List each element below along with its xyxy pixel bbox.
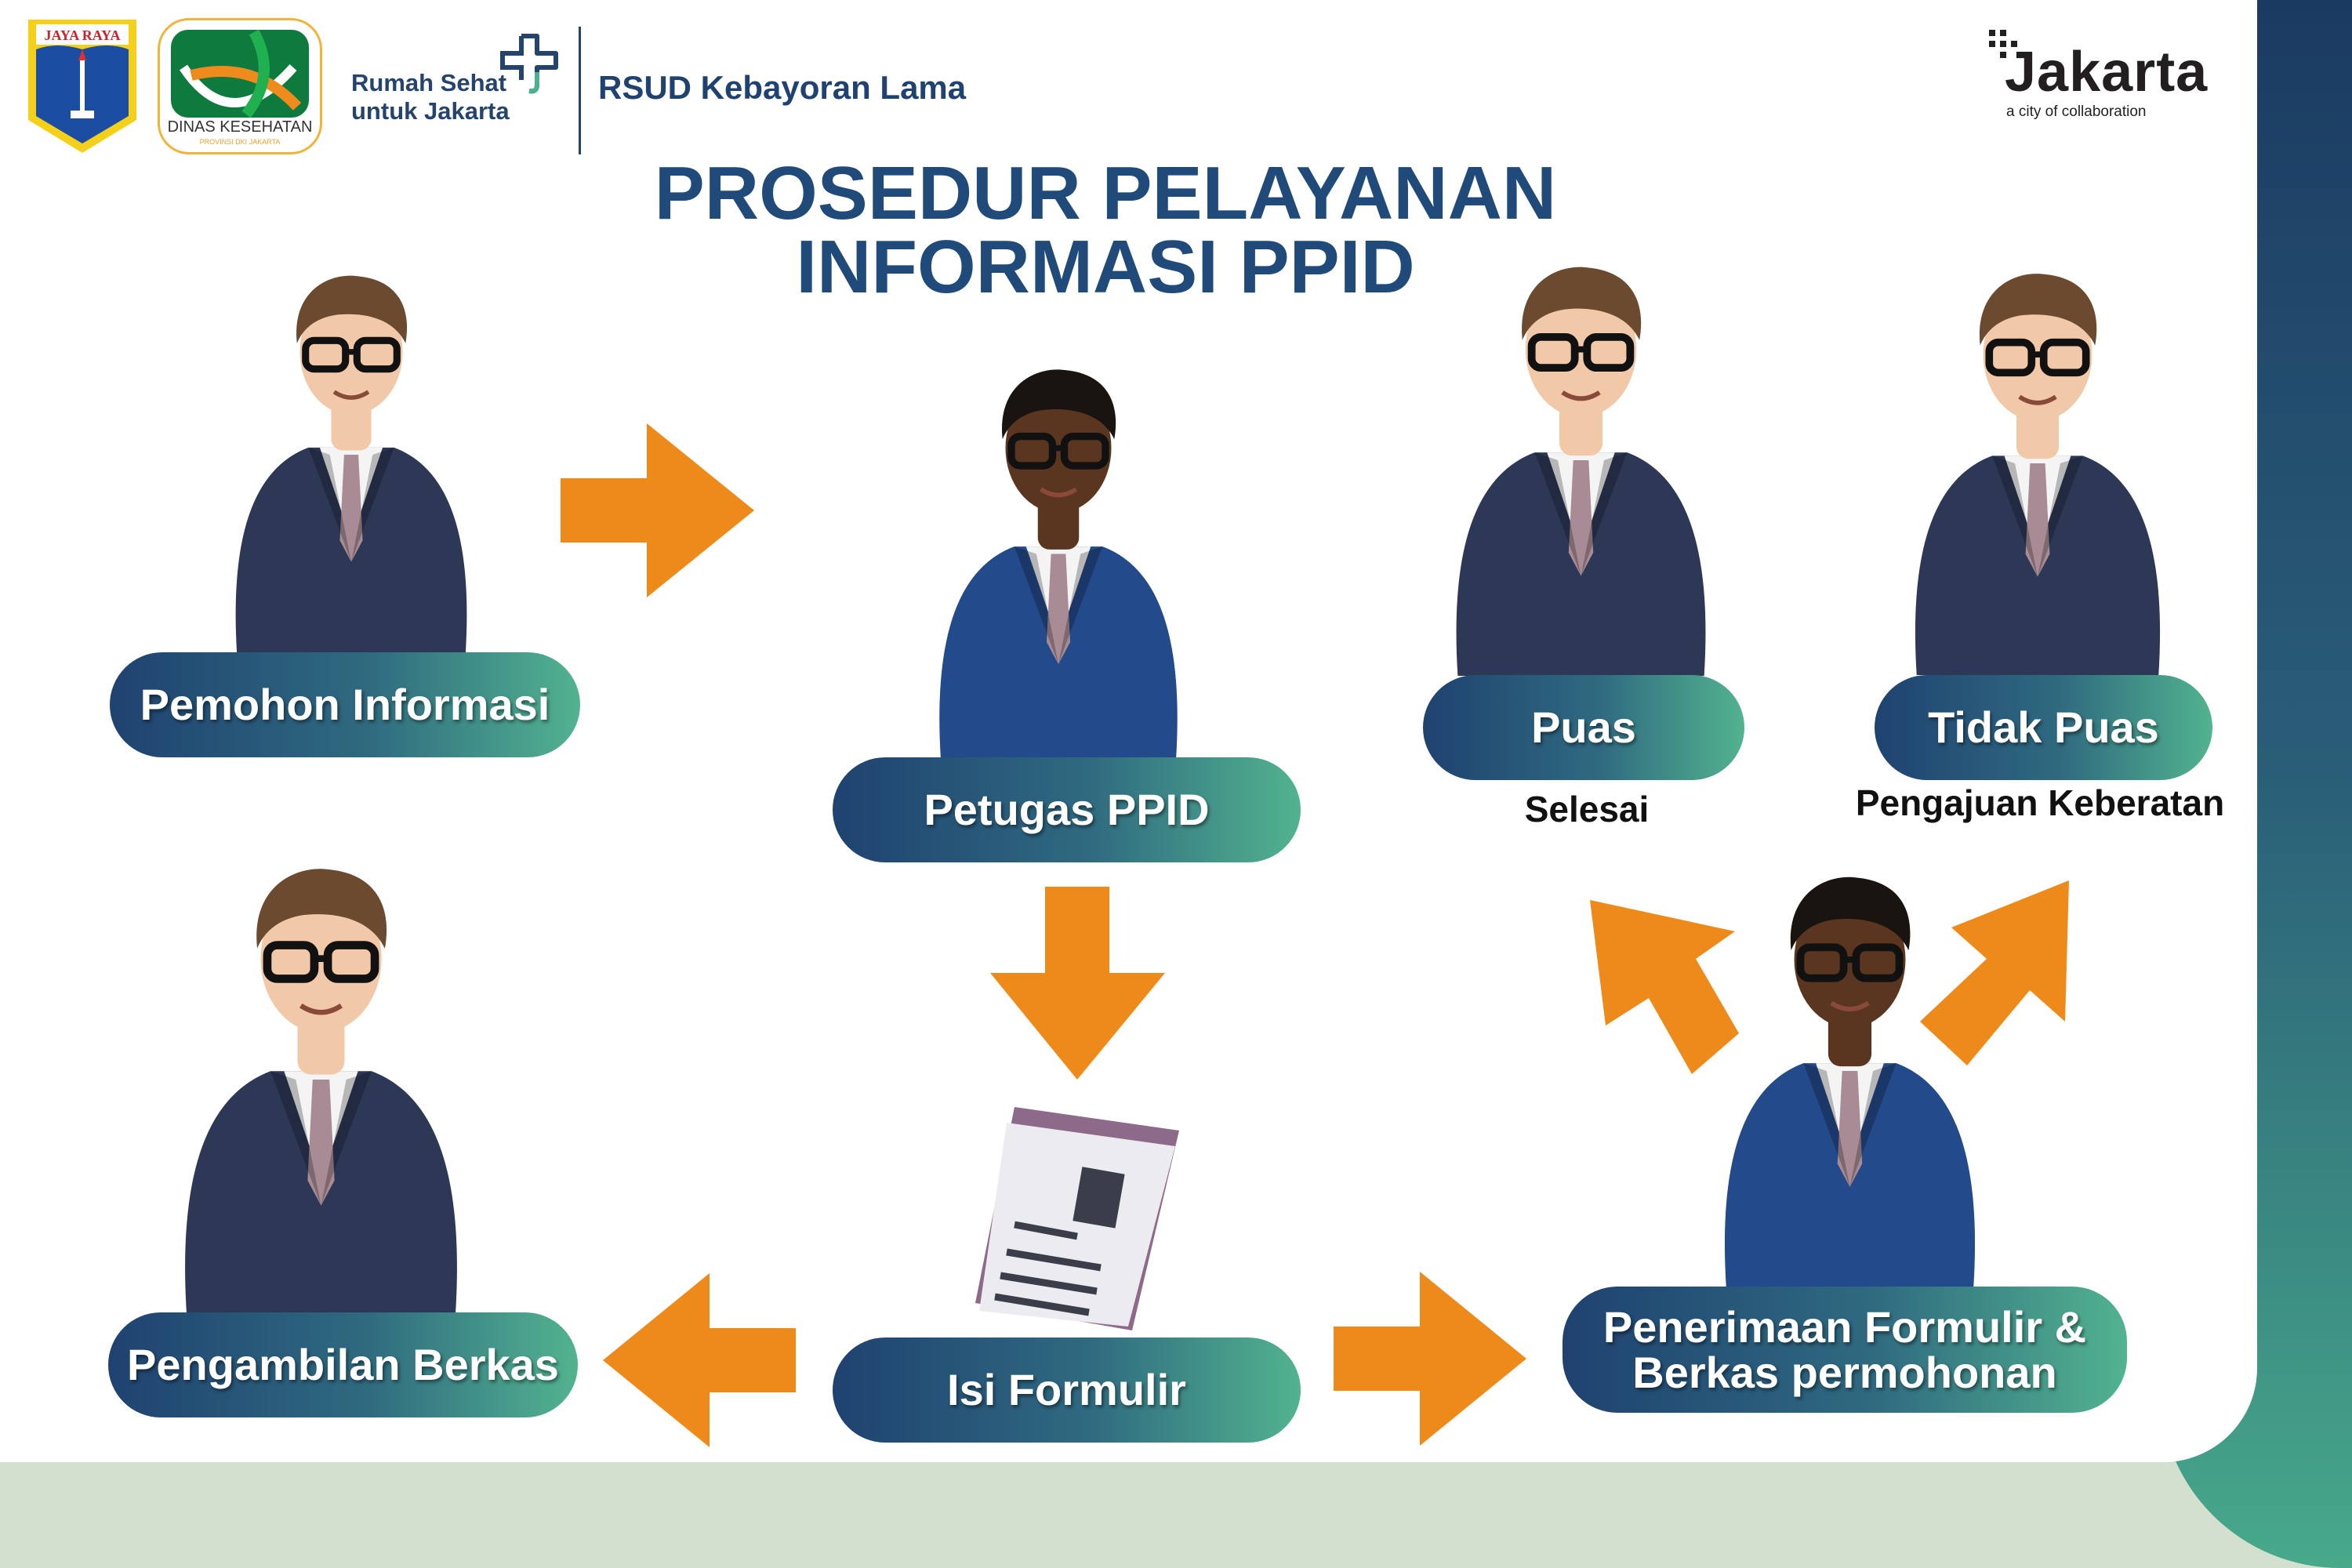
page-title: PROSEDUR PELAYANAN INFORMASI PPID bbox=[549, 151, 1662, 309]
step-pengambilan-berkas: Pengambilan Berkas bbox=[108, 1312, 578, 1417]
rumah-sehat-text: Rumah Sehat untuk Jakarta bbox=[351, 69, 510, 125]
header-divider bbox=[579, 27, 581, 154]
arrow-down-icon bbox=[990, 887, 1165, 1080]
jakarta-tagline: a city of collaboration bbox=[2006, 103, 2147, 120]
tidak-puas-result-label: Pengajuan Keberatan bbox=[1855, 782, 2225, 823]
step-penerimaan-formulir: Penerimaan Formulir & Berkas permohonan bbox=[1563, 1287, 2127, 1413]
hospital-name: RSUD Kebayoran Lama bbox=[598, 69, 967, 106]
poster-card: JAYA RAYA DINAS KESEHATAN PROVINSI DKI J… bbox=[0, 0, 2257, 1462]
svg-text:PROVINSI DKI JAKARTA: PROVINSI DKI JAKARTA bbox=[200, 138, 281, 146]
arrow-up-right-icon bbox=[1920, 880, 2069, 1065]
jakarta-logo: Jakarta a city of collaboration bbox=[1989, 24, 2224, 121]
person-thinking-figure bbox=[207, 255, 495, 655]
person-thumbs-down-figure bbox=[1878, 252, 2198, 675]
person-with-mug-figure bbox=[128, 844, 514, 1315]
step-petugas-ppid: Petugas PPID bbox=[833, 757, 1301, 862]
svg-text:DINAS KESEHATAN: DINAS KESEHATAN bbox=[168, 118, 313, 136]
health-cross-icon bbox=[499, 33, 559, 98]
penerimaan-line2: Berkas permohonan bbox=[1632, 1347, 2057, 1397]
arrow-left-icon bbox=[603, 1273, 796, 1447]
title-line1: PROSEDUR PELAYANAN bbox=[654, 151, 1557, 235]
jaya-raya-logo: JAYA RAYA bbox=[25, 18, 140, 154]
svg-text:JAYA RAYA: JAYA RAYA bbox=[45, 27, 121, 43]
arrow-right-icon-2 bbox=[1334, 1272, 1526, 1446]
rumah-sehat-line2: untuk Jakarta bbox=[351, 97, 510, 125]
jakarta-wordmark: Jakarta bbox=[2005, 41, 2209, 103]
arrow-up-left-icon bbox=[1590, 900, 1739, 1074]
puas-result-label: Selesai bbox=[1524, 789, 1650, 829]
person-waving-figure bbox=[902, 348, 1215, 760]
dinas-kesehatan-logo: DINAS KESEHATAN PROVINSI DKI JAKARTA bbox=[158, 18, 322, 154]
arrow-right-icon bbox=[561, 423, 754, 597]
title-line2: INFORMASI PPID bbox=[796, 225, 1415, 309]
step-pemohon-informasi: Pemohon Informasi bbox=[110, 652, 580, 757]
rumah-sehat-line1: Rumah Sehat bbox=[351, 69, 507, 96]
person-clapping-figure bbox=[1399, 245, 1762, 676]
step-puas: Puas bbox=[1423, 675, 1744, 780]
step-isi-formulir: Isi Formulir bbox=[833, 1338, 1301, 1443]
penerimaan-line1: Penerimaan Formulir & bbox=[1602, 1301, 2087, 1352]
document-form-icon bbox=[975, 1107, 1179, 1330]
step-tidak-puas: Tidak Puas bbox=[1875, 675, 2212, 780]
